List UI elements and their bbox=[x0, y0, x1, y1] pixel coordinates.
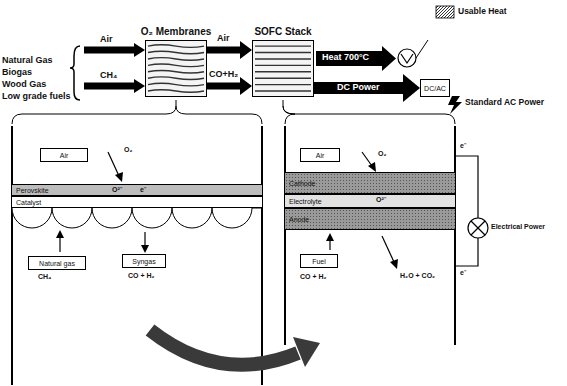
gas-box: Syngas bbox=[122, 254, 166, 268]
text-label: Heat 700°C bbox=[322, 53, 369, 63]
layer-name: Perovskite bbox=[16, 187, 49, 194]
gas-box: Air bbox=[300, 148, 340, 162]
transfer-arrow bbox=[150, 330, 320, 367]
text-label: Natural Gas bbox=[2, 56, 53, 66]
catalyst-bumps bbox=[12, 208, 262, 228]
text-label: Biogas bbox=[2, 68, 32, 78]
box-label: Syngas bbox=[132, 258, 155, 265]
heat-exchanger-icon bbox=[398, 40, 428, 67]
text-label: O²⁻ bbox=[376, 196, 386, 204]
panel-wall bbox=[12, 126, 455, 385]
text-label: e⁻ bbox=[140, 186, 146, 194]
layer-name: Electrolyte bbox=[289, 198, 322, 205]
circuit-wire bbox=[455, 156, 488, 266]
membrane-unit: O₂ Membranes bbox=[145, 40, 207, 97]
edge-label: DC Power bbox=[337, 83, 380, 93]
text-label: e⁻ bbox=[460, 269, 466, 277]
flow-connector bbox=[207, 77, 252, 95]
text-label: CH₄ bbox=[38, 273, 51, 281]
text-label: Air bbox=[100, 35, 113, 45]
brace bbox=[70, 46, 80, 100]
heat-arrow bbox=[316, 46, 396, 71]
catalyst-layer: Catalyst bbox=[12, 196, 262, 208]
lightning-symbol bbox=[448, 96, 462, 114]
stack-plates bbox=[253, 41, 313, 96]
box-label: DC/AC bbox=[424, 85, 446, 92]
text-label: H₂O + CO₂ bbox=[400, 272, 435, 280]
text-label: Low grade fuels bbox=[2, 92, 71, 102]
unit-heading: O₂ Membranes bbox=[141, 26, 212, 37]
gas-box: Air bbox=[40, 148, 88, 162]
fuel-cell-stack: SOFC Stack bbox=[252, 40, 314, 97]
flow-connector bbox=[207, 41, 252, 59]
membrane-layer: Perovskite bbox=[12, 184, 262, 196]
flow-connector bbox=[314, 74, 420, 102]
text-label: Electrical Power bbox=[491, 223, 545, 231]
usable-heat-icon bbox=[436, 6, 454, 18]
text-label: CO + H₂ bbox=[300, 273, 327, 281]
cathode-layer: Cathode bbox=[285, 172, 455, 194]
inverter-box: DC/AC bbox=[420, 79, 450, 97]
input-arrow bbox=[84, 43, 145, 93]
layer-name: Anode bbox=[289, 216, 309, 223]
text-label: Wood Gas bbox=[2, 80, 46, 90]
box-label: Air bbox=[60, 152, 69, 159]
text-label: Usable Heat bbox=[458, 7, 507, 16]
zoom-bracket bbox=[283, 100, 455, 124]
text-label: CO + H₂ bbox=[128, 272, 155, 280]
box-label: Fuel bbox=[312, 258, 326, 265]
box-label: Natural gas bbox=[39, 260, 75, 267]
text-label: CH₄ bbox=[100, 71, 117, 81]
text-label: e⁻ bbox=[460, 142, 466, 150]
layer-name: Cathode bbox=[289, 180, 315, 187]
gas-box: Natural gas bbox=[28, 256, 86, 270]
zoom-bracket bbox=[12, 100, 262, 124]
text-label: O²⁻ bbox=[112, 186, 122, 194]
text-label: Standard AC Power bbox=[465, 98, 544, 107]
text-label: O₂ bbox=[378, 150, 387, 158]
anode-layer: Anode bbox=[285, 208, 455, 230]
text-label: O₂ bbox=[124, 146, 133, 154]
box-label: Air bbox=[316, 152, 325, 159]
gas-box: Fuel bbox=[300, 254, 338, 268]
electrolyte-layer: Electrolyte bbox=[285, 194, 455, 208]
edge-label: CO+H₂ bbox=[209, 70, 238, 80]
layer-name: Catalyst bbox=[16, 199, 41, 206]
unit-heading: SOFC Stack bbox=[254, 26, 311, 37]
membrane-tubes bbox=[146, 41, 206, 96]
edge-label: Air bbox=[217, 34, 230, 44]
